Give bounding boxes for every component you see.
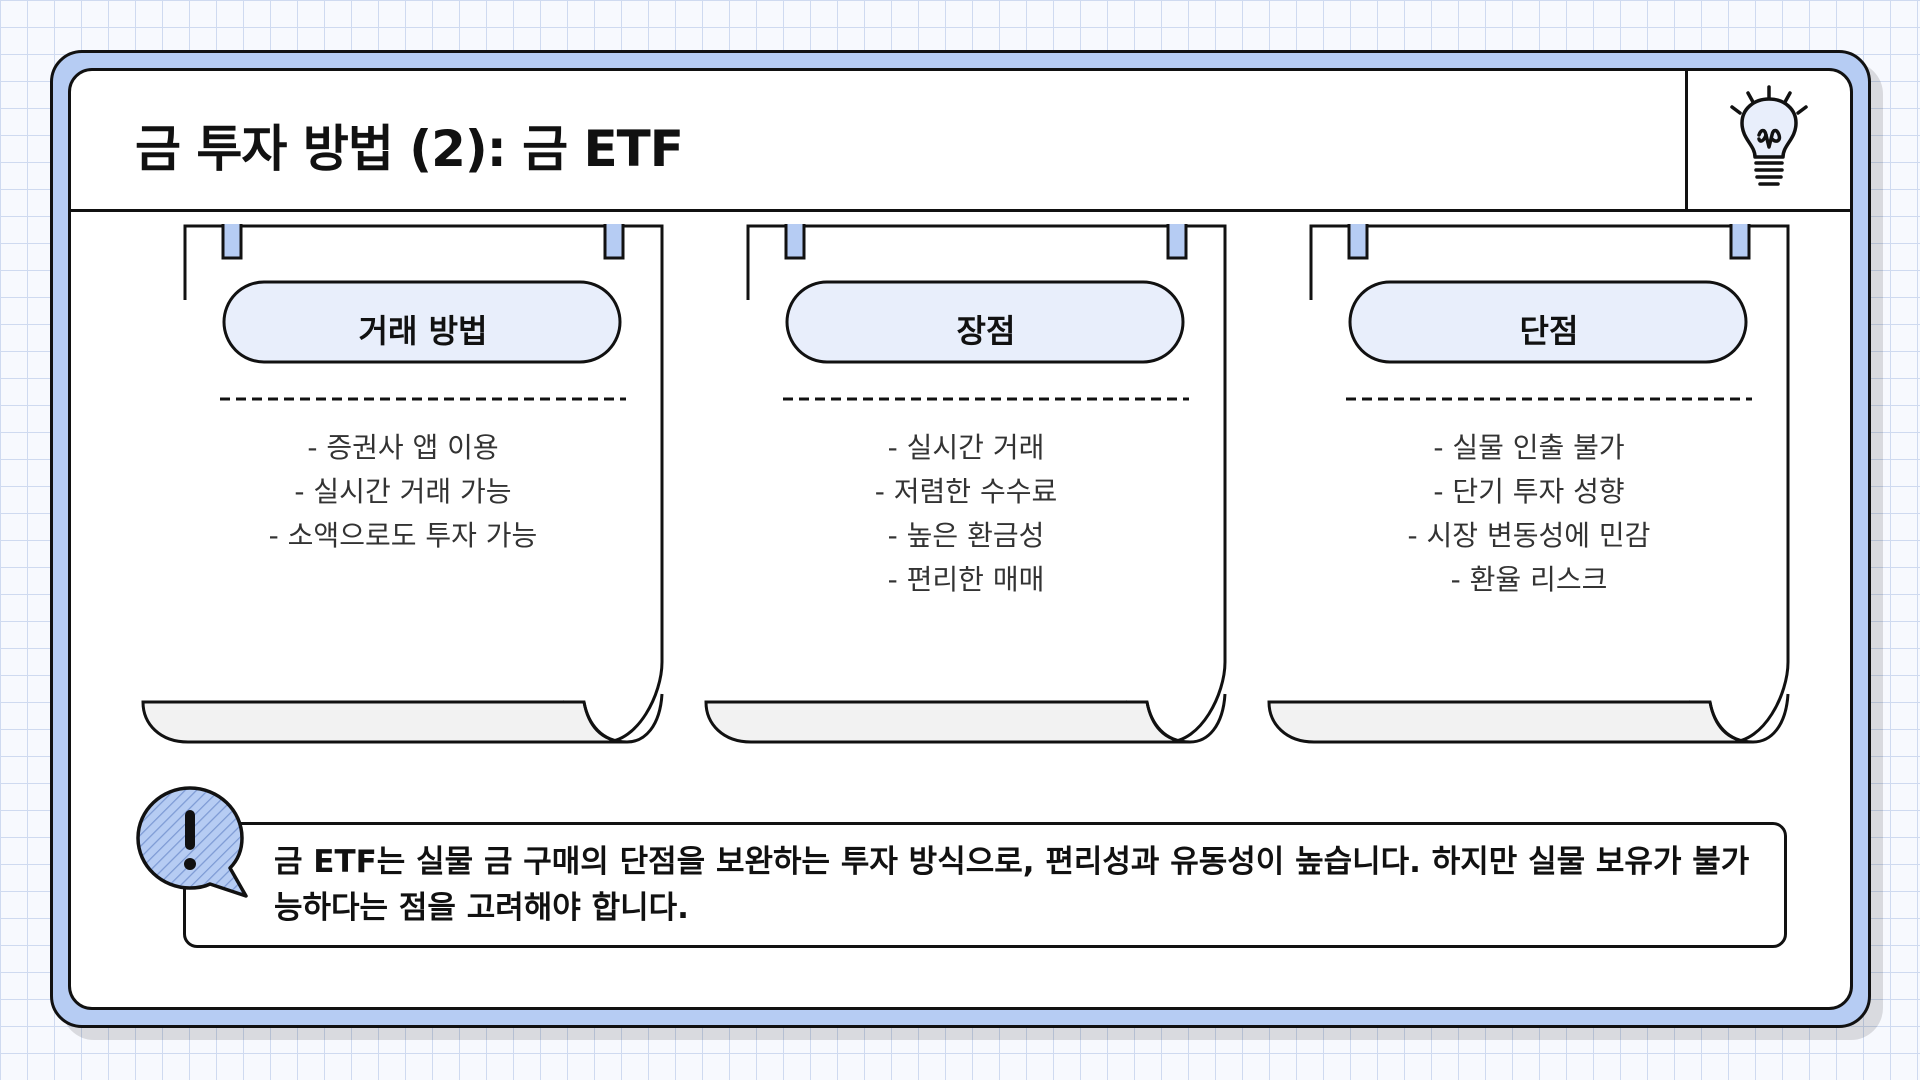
list-item: - 실시간 거래 xyxy=(887,431,1045,464)
list-item: - 시장 변동성에 민감 xyxy=(1407,519,1651,552)
page-title: 금 투자 방법 (2): 금 ETF xyxy=(135,120,684,178)
list-item: - 증권사 앱 이용 xyxy=(307,431,499,464)
summary-note: 금 ETF는 실물 금 구매의 단점을 보완하는 투자 방식으로, 편리성과 유… xyxy=(183,822,1787,948)
list-item: - 실물 인출 불가 xyxy=(1433,431,1625,464)
card-item-list: - 실물 인출 불가 - 단기 투자 성향 - 시장 변동성에 민감 - 환율 … xyxy=(1316,426,1742,602)
card-item-list: - 증권사 앱 이용 - 실시간 거래 가능 - 소액으로도 투자 가능 xyxy=(190,426,616,558)
paper-sheet xyxy=(141,224,664,744)
list-item: - 높은 환금성 xyxy=(887,519,1045,552)
list-item: - 편리한 매매 xyxy=(887,563,1045,596)
list-item: - 저렴한 수수료 xyxy=(874,475,1058,508)
list-item: - 소액으로도 투자 가능 xyxy=(268,519,538,552)
card-trading-method: 거래 방법 - 증권사 앱 이용 - 실시간 거래 가능 - 소액으로도 투자 … xyxy=(140,224,666,744)
list-item: - 환율 리스크 xyxy=(1450,563,1608,596)
paper-sheet xyxy=(1267,224,1790,744)
card-label: 단점 xyxy=(1519,312,1579,350)
card-disadvantages: 단점 - 실물 인출 불가 - 단기 투자 성향 - 시장 변동성에 민감 - … xyxy=(1266,224,1792,744)
paper-sheet xyxy=(704,224,1227,744)
title-bar: 금 투자 방법 (2): 금 ETF xyxy=(71,71,1850,212)
list-item: - 단기 투자 성향 xyxy=(1433,475,1625,508)
summary-note-text: 금 ETF는 실물 금 구매의 단점을 보완하는 투자 방식으로, 편리성과 유… xyxy=(274,844,1750,926)
card-label: 거래 방법 xyxy=(358,312,488,350)
list-item: - 실시간 거래 가능 xyxy=(294,475,512,508)
card-advantages: 장점 - 실시간 거래 - 저렴한 수수료 - 높은 환금성 - 편리한 매매 xyxy=(703,224,1229,744)
card-item-list: - 실시간 거래 - 저렴한 수수료 - 높은 환금성 - 편리한 매매 xyxy=(753,426,1179,602)
lightbulb-icon xyxy=(1730,85,1808,186)
title-icon-box xyxy=(1685,71,1850,209)
card-label: 장점 xyxy=(956,312,1016,350)
exclamation-icon xyxy=(136,786,248,898)
